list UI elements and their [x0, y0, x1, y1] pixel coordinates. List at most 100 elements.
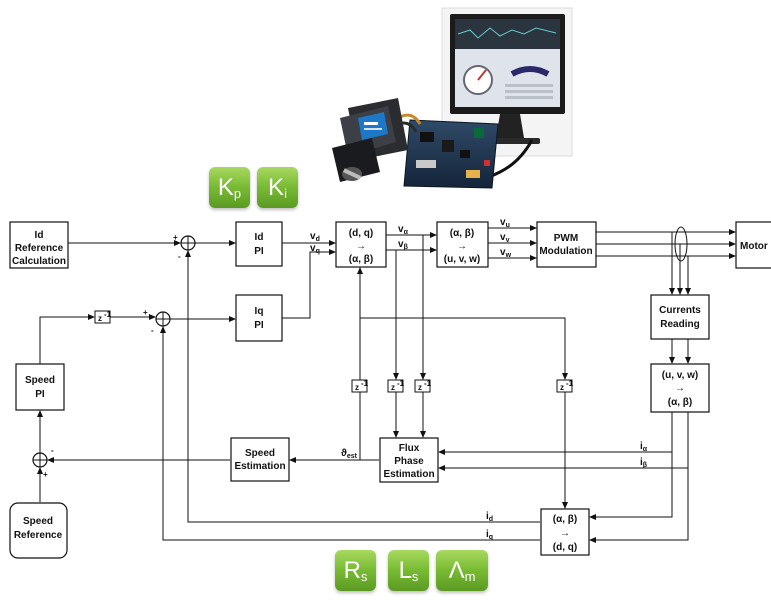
delay-park-theta: z-1	[556, 379, 574, 393]
tile-subscript: s	[360, 569, 368, 584]
block-currents-reading: Currents Reading	[650, 294, 710, 340]
block-id-pi: Id PI	[235, 221, 283, 267]
tile-subscript: i	[284, 186, 287, 201]
block-label: (d, q)	[553, 542, 577, 553]
block-label: Reference	[15, 243, 64, 254]
block-label: →	[675, 383, 685, 394]
block-label: →	[457, 241, 467, 252]
monitor-icon	[441, 7, 573, 157]
svg-text:z: z	[418, 383, 422, 392]
label-ibeta: iβ	[640, 457, 648, 469]
block-label: Estimation	[234, 461, 285, 472]
block-label: (α, β)	[553, 514, 577, 525]
svg-text:-1: -1	[104, 310, 112, 319]
block-iq-pi: Iq PI	[235, 294, 283, 342]
block-label: (u, v, w)	[444, 254, 480, 265]
svg-text:+: +	[143, 308, 148, 317]
block-label: Reading	[660, 319, 699, 330]
block-label: PI	[254, 246, 264, 257]
tile-symbol: R	[343, 556, 361, 584]
svg-text:-: -	[51, 446, 54, 455]
block-label: Speed	[25, 375, 55, 386]
sum-junction-speed	[32, 452, 48, 468]
tile-subscript: p	[233, 186, 242, 201]
block-label: PWM	[554, 233, 578, 244]
label-vw: vw	[500, 247, 512, 259]
block-label: Iq	[255, 306, 264, 317]
label-vq: vq	[310, 243, 320, 255]
delay-speed: z-1	[94, 310, 112, 324]
hardware-illustration	[332, 7, 573, 189]
block-label: Id	[255, 232, 264, 243]
junction-signs: + - + - - +	[43, 233, 181, 479]
block-label: Id	[35, 230, 44, 241]
delay-vbeta: z-1	[414, 379, 432, 393]
motor-label: Motor	[740, 241, 768, 252]
label-id: id	[486, 511, 493, 523]
block-label: →	[560, 528, 570, 539]
block-label: (u, v, w)	[662, 370, 698, 381]
stepper-motor-icon	[332, 98, 408, 182]
block-inverse-park: (d, q) → (α, β)	[335, 221, 387, 268]
tile-symbol: L	[398, 556, 412, 584]
tile-symbol: K	[268, 173, 285, 201]
label-vbeta: vβ	[398, 239, 409, 251]
block-label: (α, β)	[349, 254, 373, 265]
block-label: Currents	[659, 305, 701, 316]
signal-labels: vd vq vα vβ vu vv vw ϑest iα iβ id iq	[310, 217, 648, 541]
block-label: PI	[254, 320, 264, 331]
block-label: Speed	[245, 448, 275, 459]
block-label: Phase	[394, 456, 424, 467]
svg-text:-1: -1	[424, 379, 432, 388]
tile-symbol: K	[217, 173, 234, 201]
block-speed-pi: Speed PI	[15, 363, 65, 411]
block-label: (α, β)	[668, 397, 692, 408]
svg-text:z: z	[98, 314, 102, 323]
svg-text:z: z	[560, 383, 564, 392]
svg-text:z: z	[355, 383, 359, 392]
block-label: Calculation	[12, 256, 66, 267]
block-label: (d, q)	[349, 228, 373, 239]
label-vu: vu	[500, 217, 510, 229]
delay-valpha: z-1	[387, 379, 405, 393]
block-label: (α, β)	[450, 228, 474, 239]
label-iq: iq	[486, 529, 493, 541]
block-motor: Motor	[735, 221, 771, 269]
block-label: Speed	[23, 516, 53, 527]
sum-junction-iq	[155, 311, 171, 327]
svg-text:+: +	[43, 470, 48, 479]
block-pwm-modulation: PWM Modulation	[536, 221, 597, 268]
tile-subscript: m	[464, 569, 476, 584]
svg-text:-1: -1	[361, 379, 369, 388]
label-valpha: vα	[398, 224, 409, 236]
block-inverse-clarke: (α, β) → (u, v, w)	[436, 221, 489, 268]
block-label: Reference	[14, 530, 63, 541]
signal-lines	[37, 225, 736, 543]
block-speed-estimation: Speed Estimation	[230, 437, 290, 482]
control-board-icon	[403, 119, 499, 189]
block-flux-phase-estimation: Flux Phase Estimation	[379, 437, 439, 483]
tile-symbol: Λ	[448, 556, 465, 584]
svg-text:+: +	[173, 233, 178, 242]
block-park: (α, β) → (d, q)	[540, 508, 590, 556]
label-vv: vv	[500, 232, 510, 244]
svg-text:-: -	[178, 252, 181, 261]
sum-junction-id	[180, 235, 196, 251]
svg-text:-1: -1	[566, 379, 574, 388]
block-label: Estimation	[383, 469, 434, 480]
label-theta-est: ϑest	[341, 448, 358, 460]
block-clarke: (u, v, w) → (α, β)	[650, 363, 710, 413]
svg-text:z: z	[391, 383, 395, 392]
svg-text:-: -	[151, 326, 154, 335]
tile-subscript: s	[411, 569, 419, 584]
label-vd: vd	[310, 231, 320, 243]
block-label: Flux	[399, 443, 420, 454]
block-id-reference-calculation: Id Reference Calculation	[9, 221, 69, 269]
block-label: Modulation	[539, 246, 592, 257]
